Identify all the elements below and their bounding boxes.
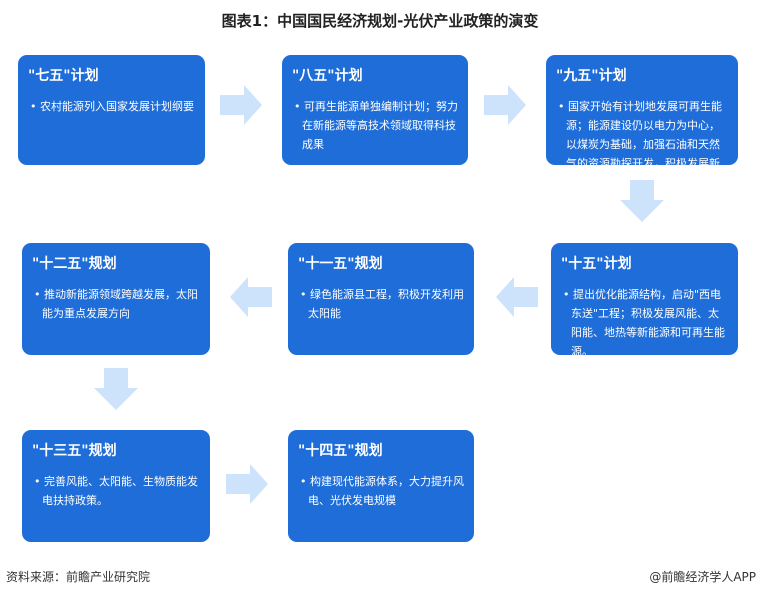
box-heading: "十一五"规划: [298, 256, 383, 272]
arrow-down-icon: [620, 180, 664, 222]
box-11th-plan: "十一五"规划 • 绿色能源县工程，积极开发利用太阳能: [288, 243, 474, 355]
arrow-right-icon: [226, 464, 268, 504]
box-10th-plan: "十五"计划 • 提出优化能源结构，启动"西电东送"工程；积极发展风能、太阳能、地…: [551, 243, 738, 358]
chart-title: 图表1：中国国民经济规划-光伏产业政策的演变: [221, 12, 539, 30]
box-text: • 绿色能源县工程，积极开发利用太阳能: [300, 288, 464, 320]
box-text: • 农村能源列入国家发展计划纲要: [30, 100, 194, 113]
box-heading: "十三五"规划: [32, 443, 117, 459]
arrow-right-icon: [220, 85, 262, 125]
box-14th-plan: "十四五"规划 • 构建现代能源体系，大力提升风电、光伏发电规模: [288, 430, 474, 542]
box-heading: "八五"计划: [292, 68, 363, 84]
arrow-left-icon: [230, 277, 272, 317]
box-heading: "十四五"规划: [298, 443, 383, 459]
box-13th-plan: "十三五"规划 • 完善风能、太阳能、生物质能发电扶持政策。: [22, 430, 210, 542]
arrow-down-icon: [94, 368, 138, 410]
arrow-left-icon: [496, 277, 538, 317]
box-text: • 构建现代能源体系，大力提升风电、光伏发电规模: [300, 475, 464, 507]
box-text: • 国家开始有计划地发展可再生能源；能源建设仍以电力为中心，以煤炭为基础，加强石…: [558, 100, 722, 189]
source-note: 资料来源：前瞻产业研究院: [6, 570, 151, 584]
box-9th-plan: "九五"计划 • 国家开始有计划地发展可再生能源；能源建设仍以电力为中心，以煤炭为…: [546, 55, 738, 189]
box-heading: "十五"计划: [561, 256, 632, 272]
credit-note: @前瞻经济学人APP: [649, 570, 756, 584]
arrow-right-icon: [484, 85, 526, 125]
box-12th-plan: "十二五"规划 • 推动新能源领域跨越发展，太阳能为重点发展方向: [22, 243, 210, 355]
box-text: • 完善风能、太阳能、生物质能发电扶持政策。: [34, 475, 198, 507]
box-8th-plan: "八五"计划 • 可再生能源单独编制计划；努力在新能源等高技术领域取得科技成果: [282, 55, 468, 165]
box-text: • 推动新能源领域跨越发展，太阳能为重点发展方向: [34, 288, 198, 320]
box-heading: "十二五"规划: [32, 256, 117, 272]
box-text: • 可再生能源单独编制计划；努力在新能源等高技术领域取得科技成果: [294, 100, 458, 151]
box-heading: "七五"计划: [28, 68, 99, 84]
box-text: • 提出优化能源结构，启动"西电东送"工程；积极发展风能、太阳能、地热等新能源和…: [563, 288, 725, 358]
box-heading: "九五"计划: [556, 68, 627, 84]
box-7th-plan: "七五"计划 • 农村能源列入国家发展计划纲要: [18, 55, 205, 165]
